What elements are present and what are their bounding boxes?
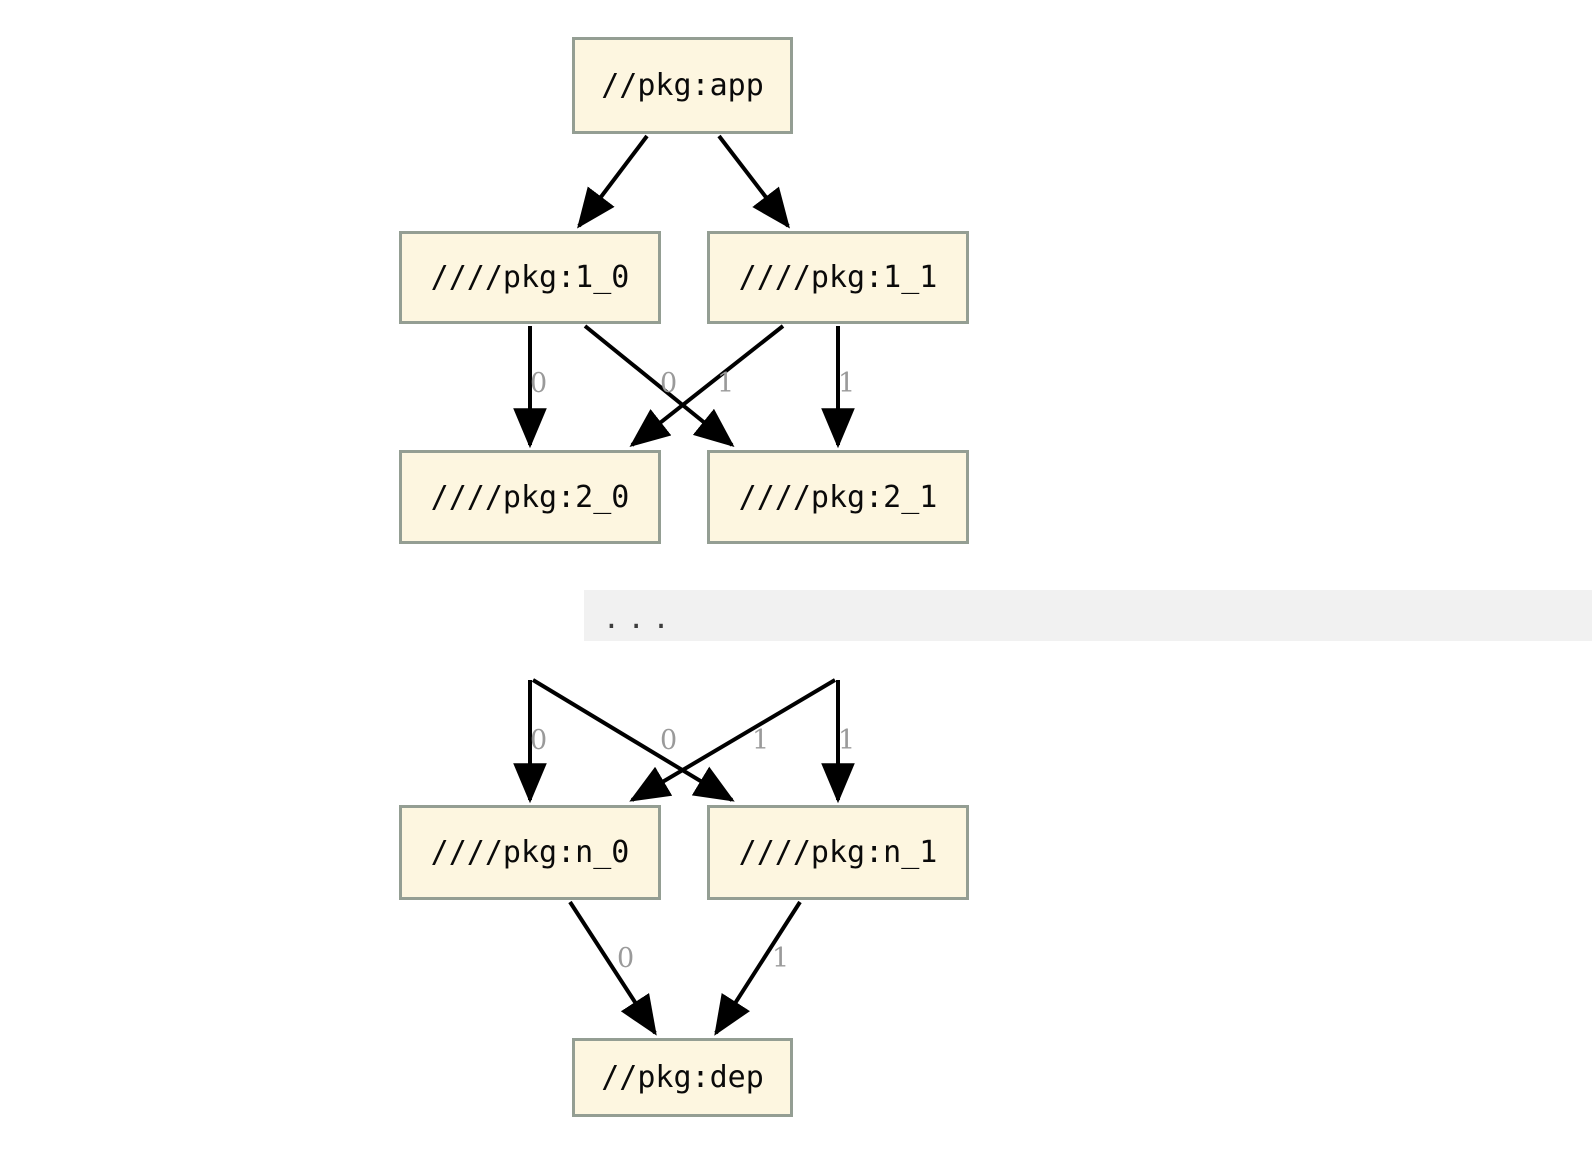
node-n1_0[interactable]: ////pkg:1_0 bbox=[399, 231, 661, 324]
node-dep[interactable]: //pkg:dep bbox=[572, 1038, 793, 1117]
node-label: ////pkg:n_1 bbox=[738, 835, 938, 870]
node-nn_0[interactable]: ////pkg:n_0 bbox=[399, 805, 661, 900]
node-label: //pkg:app bbox=[601, 68, 764, 103]
edge-label: 1 bbox=[838, 368, 856, 399]
node-label: ////pkg:n_0 bbox=[430, 835, 630, 870]
node-n2_0[interactable]: ////pkg:2_0 bbox=[399, 450, 661, 544]
node-label: //pkg:dep bbox=[601, 1060, 764, 1095]
node-label: ////pkg:2_1 bbox=[738, 479, 938, 515]
edge-label: 1 bbox=[717, 368, 735, 399]
ellipsis-separator-band: ... bbox=[584, 590, 1592, 641]
node-app[interactable]: //pkg:app bbox=[572, 37, 793, 134]
ellipsis-dots: ... bbox=[606, 597, 681, 638]
edge-nn_1-to-dep bbox=[714, 900, 802, 1036]
edge-label: 0 bbox=[617, 943, 635, 974]
edge-hidden-to-nn_1 bbox=[531, 678, 735, 802]
edge-n1_0-to-n2_1 bbox=[583, 324, 735, 448]
node-n1_1[interactable]: ////pkg:1_1 bbox=[707, 231, 969, 324]
edge-app-to-n1_0 bbox=[577, 134, 649, 229]
edge-label: 0 bbox=[660, 725, 678, 756]
edge-label: 1 bbox=[838, 725, 856, 756]
node-nn_1[interactable]: ////pkg:n_1 bbox=[707, 805, 969, 900]
edge-label: 1 bbox=[752, 725, 770, 756]
node-n2_1[interactable]: ////pkg:2_1 bbox=[707, 450, 969, 544]
edge-hidden-to-nn_0 bbox=[629, 678, 837, 802]
edge-label: 1 bbox=[772, 943, 790, 974]
node-label: ////pkg:1_1 bbox=[738, 260, 938, 295]
edge-n1_1-to-n2_0 bbox=[629, 324, 785, 447]
edge-label: 0 bbox=[530, 725, 548, 756]
edge-nn_0-to-dep bbox=[568, 900, 657, 1036]
edge-label: 0 bbox=[660, 368, 678, 399]
edge-app-to-n1_1 bbox=[717, 134, 790, 229]
edge-group bbox=[513, 134, 855, 1036]
node-label: ////pkg:2_0 bbox=[430, 479, 630, 515]
edge-label: 0 bbox=[530, 368, 548, 399]
node-label: ////pkg:1_0 bbox=[430, 260, 630, 295]
